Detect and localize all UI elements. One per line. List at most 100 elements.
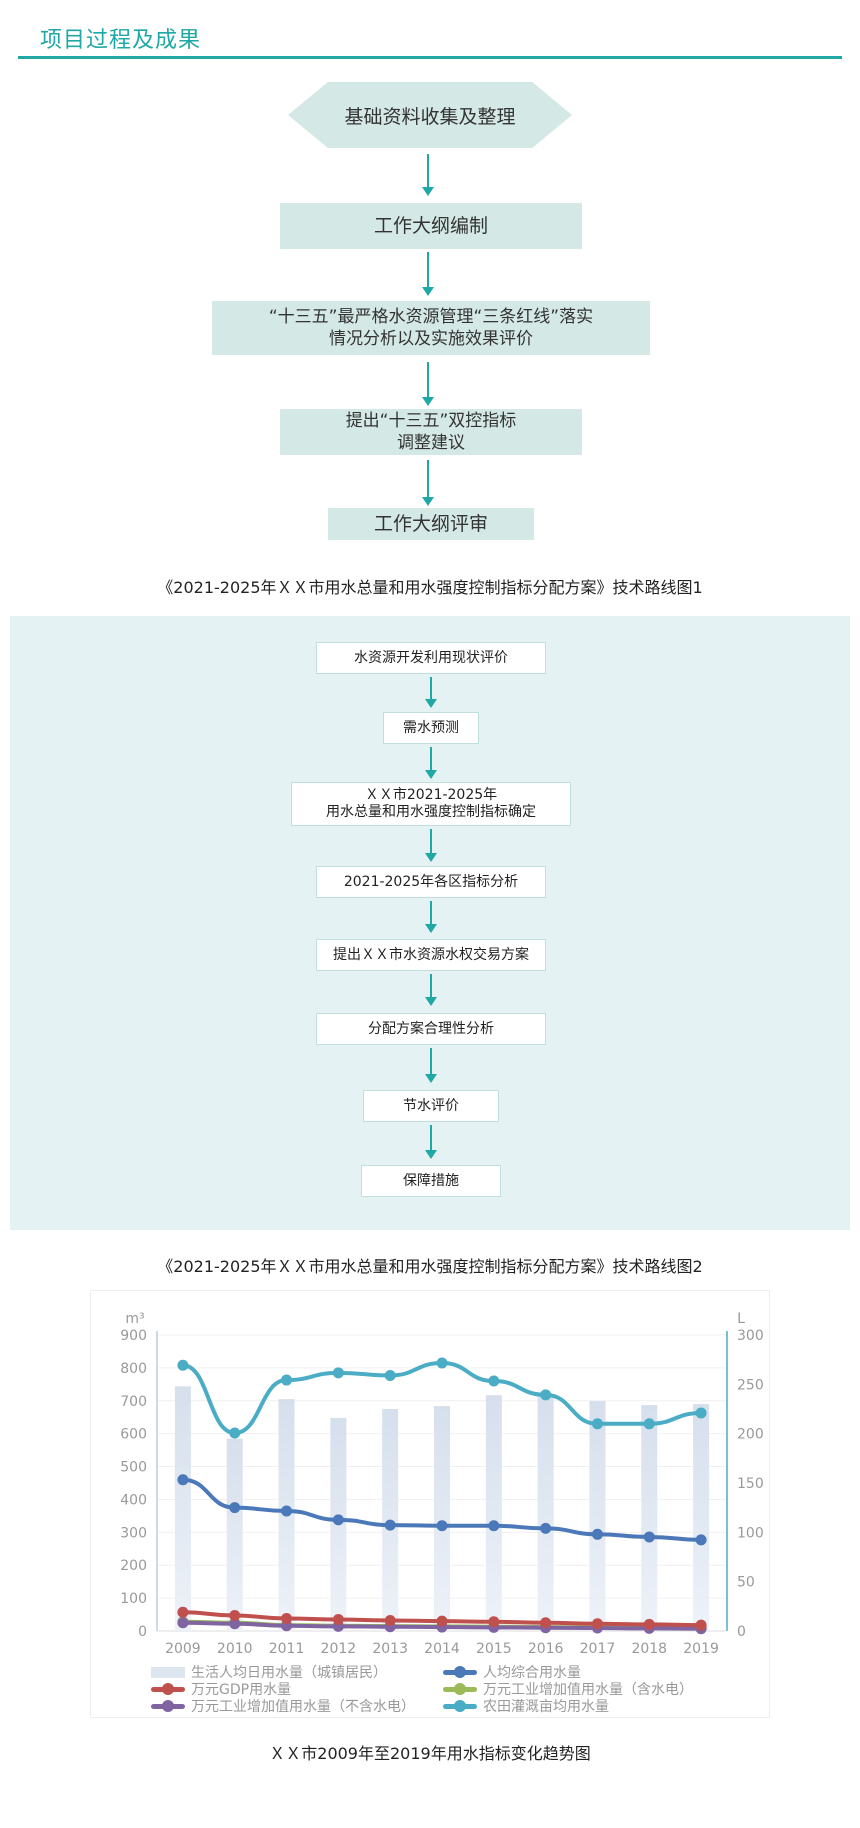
series-point-1 <box>540 1522 552 1534</box>
legend-label: 生活人均日用水量（城镇居民） <box>191 1665 387 1681</box>
flow2-arrow-1 <box>425 677 437 708</box>
series-point-5 <box>281 1374 293 1386</box>
series-point-5 <box>488 1375 500 1387</box>
x-tick-label: 2018 <box>631 1641 667 1657</box>
y-left-unit: m³ <box>125 1311 144 1327</box>
legend-label: 万元工业增加值用水量（含水电） <box>483 1682 693 1698</box>
y-left-tick-label: 500 <box>120 1460 147 1476</box>
series-point-5 <box>436 1357 448 1369</box>
x-tick-label: 2016 <box>528 1641 564 1657</box>
x-tick-label: 2012 <box>321 1641 357 1657</box>
flow2-arrow-7 <box>425 1125 437 1159</box>
x-tick-label: 2013 <box>372 1641 408 1657</box>
series-point-2 <box>540 1617 552 1629</box>
series-point-2 <box>281 1613 293 1625</box>
x-tick-label: 2010 <box>217 1641 253 1657</box>
y-right-tick-label: 200 <box>737 1427 764 1443</box>
flowchart-2: 水资源开发利用现状评价 需水预测 ＸＸ市2021-2025年 用水总量和用水强度… <box>10 616 850 1230</box>
flow1-arrow-1 <box>422 154 434 196</box>
x-tick-label: 2009 <box>165 1641 201 1657</box>
series-point-2 <box>229 1610 241 1622</box>
flow2-node-6: 分配方案合理性分析 <box>316 1013 546 1045</box>
y-left-tick-label: 100 <box>120 1591 147 1607</box>
legend-label: 万元工业增加值用水量（不含水电） <box>191 1699 415 1715</box>
series-point-5 <box>591 1418 603 1430</box>
y-right-tick-label: 50 <box>737 1575 755 1591</box>
flow2-node-4: 2021-2025年各区指标分析 <box>316 866 546 898</box>
bar-daily-water-use <box>226 1438 243 1631</box>
flowchart-1: 基础资料收集及整理 工作大纲编制 “十三五”最严格水资源管理“三条红线”落实 情… <box>0 0 860 560</box>
section-title: 项目过程及成果 <box>40 28 202 53</box>
bar-daily-water-use <box>589 1401 606 1631</box>
series-point-5 <box>384 1369 396 1381</box>
y-left-tick-label: 700 <box>120 1394 147 1410</box>
flow1-arrow-2 <box>422 252 434 296</box>
trend-chart-svg: 0100200300400500600700800900050100150200… <box>120 1311 764 1657</box>
x-tick-label: 2014 <box>424 1641 460 1657</box>
x-tick-label: 2019 <box>683 1641 719 1657</box>
series-point-5 <box>332 1367 344 1379</box>
series-point-2 <box>332 1613 344 1625</box>
legend-item-gdp: 万元GDP用水量 <box>151 1680 291 1698</box>
x-tick-label: 2015 <box>476 1641 512 1657</box>
series-point-5 <box>229 1427 241 1439</box>
series-point-2 <box>591 1618 603 1630</box>
x-tick-label: 2017 <box>580 1641 616 1657</box>
legend-item-bar: 生活人均日用水量（城镇居民） <box>151 1663 387 1681</box>
bar-daily-water-use <box>434 1406 450 1631</box>
series-line-5 <box>180 1360 704 1436</box>
chart-caption: ＸＸ市2009年至2019年用水指标变化趋势图 <box>269 1744 591 1763</box>
series-point-5 <box>540 1389 552 1401</box>
series-point-5 <box>177 1359 189 1371</box>
section-header: 项目过程及成果 <box>18 16 842 59</box>
flow2-arrow-4 <box>425 901 437 933</box>
legend-label: 万元GDP用水量 <box>191 1682 292 1698</box>
flow1-node-proposal: 提出“十三五”双控指标 调整建议 <box>280 409 582 455</box>
flow2-node-5: 提出ＸＸ市水资源水权交易方案 <box>316 939 546 971</box>
flow1-node-review: 工作大纲评审 <box>328 508 534 540</box>
bar-daily-water-use <box>693 1404 710 1631</box>
legend-item-industry-nohydro: 万元工业增加值用水量（不含水电） <box>151 1697 415 1715</box>
y-left-tick-label: 800 <box>120 1361 147 1377</box>
legend-item-industry-hydro: 万元工业增加值用水量（含水电） <box>443 1680 693 1698</box>
legend-swatch <box>443 1699 477 1713</box>
flow2-arrow-6 <box>425 1048 437 1083</box>
y-left-tick-label: 400 <box>120 1492 147 1508</box>
x-tick-label: 2011 <box>269 1641 305 1657</box>
y-left-tick-label: 200 <box>120 1558 147 1574</box>
flow2-node-8: 保障措施 <box>361 1165 501 1197</box>
legend-item-per-capita: 人均综合用水量 <box>443 1663 581 1681</box>
legend-swatch <box>151 1682 185 1696</box>
series-point-5 <box>643 1418 655 1430</box>
flow2-arrow-5 <box>425 974 437 1006</box>
flow1-arrow-4 <box>422 460 434 506</box>
flow1-arrow-3 <box>422 362 434 406</box>
y-right-tick-label: 0 <box>737 1624 746 1640</box>
bar-daily-water-use <box>485 1395 502 1631</box>
series-point-4 <box>177 1617 189 1629</box>
flow1-caption: 《2021-2025年ＸＸ市用水总量和用水强度控制指标分配方案》技术路线图1 <box>157 578 703 597</box>
series-point-1 <box>229 1502 241 1514</box>
flow2-caption: 《2021-2025年ＸＸ市用水总量和用水强度控制指标分配方案》技术路线图2 <box>157 1257 703 1276</box>
flow2-node-3: ＸＸ市2021-2025年 用水总量和用水强度控制指标确定 <box>291 782 571 826</box>
series-point-1 <box>384 1519 396 1531</box>
series-point-2 <box>488 1616 500 1628</box>
series-point-1 <box>591 1528 603 1540</box>
y-right-tick-label: 100 <box>737 1525 764 1541</box>
series-point-4 <box>229 1618 241 1630</box>
legend-swatch <box>151 1699 185 1713</box>
y-left-tick-label: 900 <box>120 1328 147 1344</box>
flow2-arrow-3 <box>425 829 437 862</box>
flow1-node-outline: 工作大纲编制 <box>280 203 582 249</box>
y-right-tick-label: 300 <box>737 1328 764 1344</box>
legend-item-irrigation: 农田灌溉亩均用水量 <box>443 1697 609 1715</box>
series-point-5 <box>695 1407 707 1419</box>
flow1-node-analysis: “十三五”最严格水资源管理“三条红线”落实 情况分析以及实施效果评价 <box>212 301 650 355</box>
y-right-tick-label: 150 <box>737 1476 764 1492</box>
series-point-1 <box>695 1534 707 1546</box>
series-point-2 <box>643 1618 655 1630</box>
series-point-2 <box>695 1619 707 1631</box>
bar-daily-water-use <box>174 1386 191 1631</box>
legend-swatch <box>443 1665 477 1679</box>
